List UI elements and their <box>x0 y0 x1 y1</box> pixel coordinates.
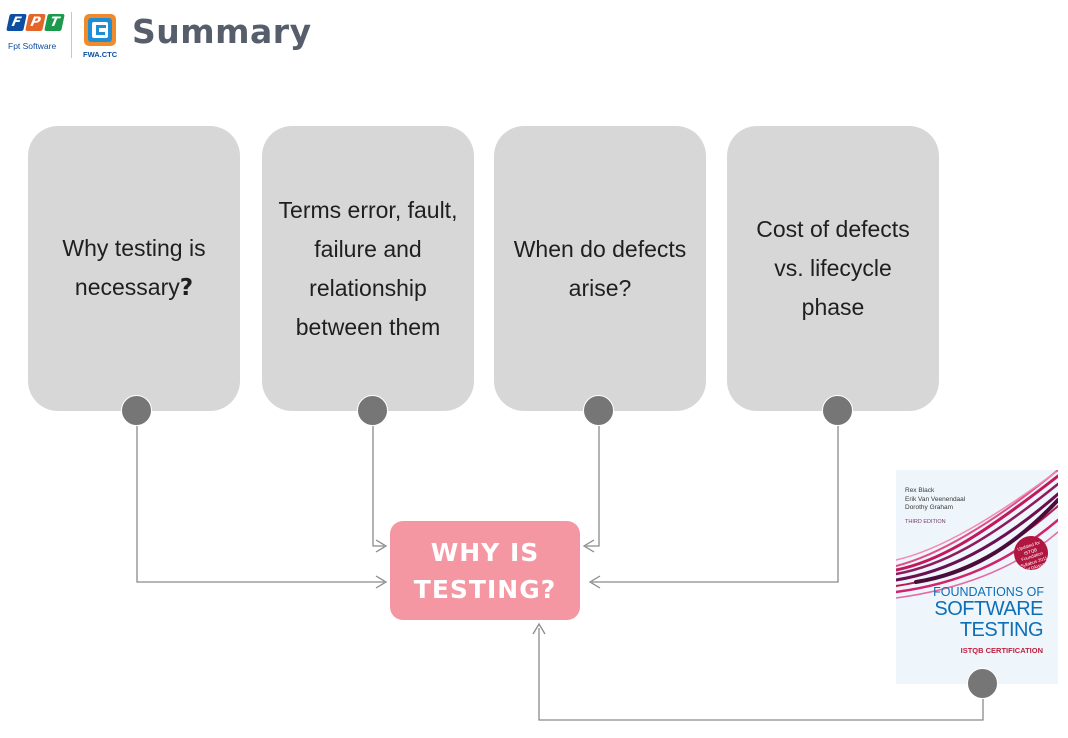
fpt-logo: F P T Fpt Software <box>6 14 66 60</box>
page-title: Summary <box>132 12 312 51</box>
card-terms: Terms error, fault, failure and relation… <box>262 126 474 411</box>
book-title-line-1: FOUNDATIONS OF <box>933 585 1044 599</box>
card-cost-defects: Cost of defects vs. lifecycle phase <box>727 126 939 411</box>
connector-card-4 <box>592 411 839 583</box>
card-2-text: Terms error, fault, failure and relation… <box>278 196 458 340</box>
connector-book <box>538 628 984 721</box>
card-why-necessary: Why testing is necessary? <box>28 126 240 411</box>
book-authors: Rex Black Erik Van Veenendaal Dorothy Gr… <box>905 487 966 511</box>
connector-dot-1 <box>121 395 152 426</box>
book-swirl-graphic <box>896 470 1058 599</box>
card-1-question-mark: ? <box>179 275 194 301</box>
center-box: WHY IS TESTING? <box>390 521 580 620</box>
connector-dot-4 <box>822 395 853 426</box>
fwa-icon <box>84 14 116 46</box>
fwa-logo: FWA.CTC <box>82 12 122 60</box>
connector-card-2 <box>372 411 384 547</box>
card-1-text: Why testing is necessary <box>62 235 206 300</box>
book-title-line-3: TESTING <box>959 619 1044 641</box>
book-cover: Rex Black Erik Van Veenendaal Dorothy Gr… <box>896 470 1058 684</box>
logo-divider <box>71 12 72 58</box>
book-edition: THIRD EDITION <box>905 519 946 525</box>
book-title-line-2: SOFTWARE <box>934 598 1043 620</box>
connector-dot-2 <box>357 395 388 426</box>
card-3-text: When do defects arise? <box>513 235 687 301</box>
card-defects-arise: When do defects arise? <box>494 126 706 411</box>
connector-dot-3 <box>583 395 614 426</box>
connector-card-1 <box>136 411 384 583</box>
fwa-label: FWA.CTC <box>83 50 118 59</box>
card-4-text: Cost of defects vs. lifecycle phase <box>756 216 910 320</box>
connector-card-3 <box>586 411 600 547</box>
connector-dot-book <box>967 668 998 699</box>
fpt-subtitle: Fpt Software <box>8 41 57 51</box>
book-certification: ISTQB CERTIFICATION <box>960 646 1043 655</box>
